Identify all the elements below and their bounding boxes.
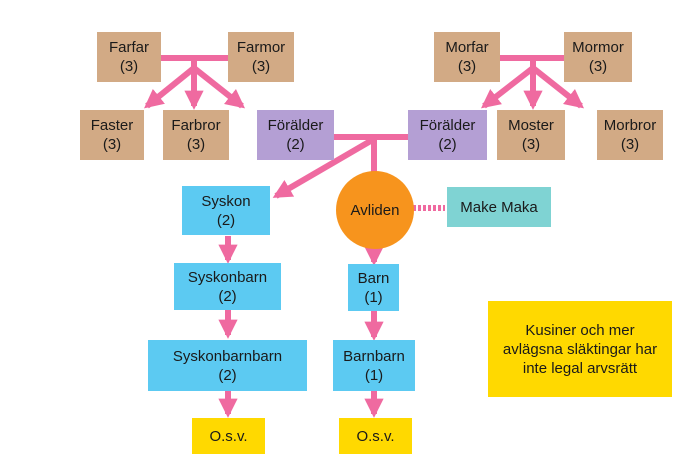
arrow-to-parent-right	[480, 65, 535, 109]
node-mormor-name: Mormor	[572, 39, 624, 56]
node-faster: Faster (3)	[80, 110, 144, 160]
node-parent-right: Förälder (2)	[408, 110, 487, 160]
node-parent-right-share: (2)	[438, 136, 457, 153]
node-morfar: Morfar (3)	[434, 32, 500, 82]
arrow-to-faster	[144, 65, 196, 109]
node-morbror: Morbror (3)	[597, 110, 663, 160]
node-farmor-name: Farmor	[236, 39, 286, 56]
node-parent-right-name: Förälder	[419, 117, 476, 134]
node-syskonbarn-share: (2)	[218, 287, 237, 305]
node-make-maka-name: Make Maka	[460, 198, 538, 216]
node-osv-right-name: O.s.v.	[356, 427, 395, 445]
node-osv-left-name: O.s.v.	[209, 427, 248, 445]
node-barnbarn-share: (1)	[364, 366, 384, 384]
node-farbror-name: Farbror	[171, 117, 221, 134]
node-avliden-name: Avliden	[350, 201, 400, 219]
node-moster: Moster (3)	[497, 110, 565, 160]
node-syskonbarnbarn: Syskonbarnbarn (2)	[148, 340, 307, 391]
note-box: Kusiner och mer avlägsna släktingar har …	[488, 301, 672, 397]
arrow-to-syskon	[272, 136, 376, 199]
node-syskonbarn-name: Syskonbarn	[187, 268, 268, 286]
node-parent-left-name: Förälder	[267, 117, 324, 134]
node-syskonbarn: Syskonbarn (2)	[174, 263, 281, 310]
node-farbror-share: (3)	[186, 136, 206, 153]
node-barn-share: (1)	[364, 288, 383, 306]
node-morbror-share: (3)	[620, 136, 640, 153]
node-barn: Barn (1)	[348, 264, 399, 311]
node-moster-name: Moster	[508, 117, 554, 134]
node-mormor: Mormor (3)	[564, 32, 632, 82]
node-avliden: Avliden	[336, 171, 414, 249]
node-faster-share: (3)	[102, 136, 122, 153]
note-text: Kusiner och mer avlägsna släktingar har …	[502, 321, 658, 377]
node-syskon: Syskon (2)	[182, 186, 270, 235]
node-farbror: Farbror (3)	[163, 110, 229, 160]
arrow-to-parent-left	[192, 65, 246, 109]
node-parent-left-share: (2)	[286, 136, 305, 153]
node-syskonbarnbarn-name: Syskonbarnbarn	[172, 347, 283, 365]
node-moster-share: (3)	[521, 136, 541, 153]
node-osv-left: O.s.v.	[192, 418, 265, 454]
node-farfar-name: Farfar	[108, 39, 149, 56]
node-barn-name: Barn	[357, 269, 390, 287]
node-morbror-name: Morbror	[603, 117, 657, 134]
node-farmor: Farmor (3)	[228, 32, 294, 82]
node-faster-name: Faster	[90, 117, 134, 134]
node-syskon-share: (2)	[216, 211, 236, 229]
node-mormor-share: (3)	[588, 58, 608, 75]
arrow-to-morbror	[531, 65, 585, 109]
node-make-maka: Make Maka	[447, 187, 551, 227]
node-syskon-name: Syskon	[201, 192, 251, 210]
node-farfar: Farfar (3)	[97, 32, 161, 82]
node-morfar-name: Morfar	[445, 39, 489, 56]
node-syskonbarnbarn-share: (2)	[218, 366, 237, 384]
node-osv-right: O.s.v.	[339, 418, 412, 454]
node-morfar-share: (3)	[457, 58, 477, 75]
node-barnbarn: Barnbarn (1)	[333, 340, 415, 391]
node-barnbarn-name: Barnbarn	[343, 347, 405, 365]
node-parent-left: Förälder (2)	[257, 110, 334, 160]
node-farmor-share: (3)	[251, 58, 271, 75]
node-farfar-share: (3)	[119, 58, 139, 75]
